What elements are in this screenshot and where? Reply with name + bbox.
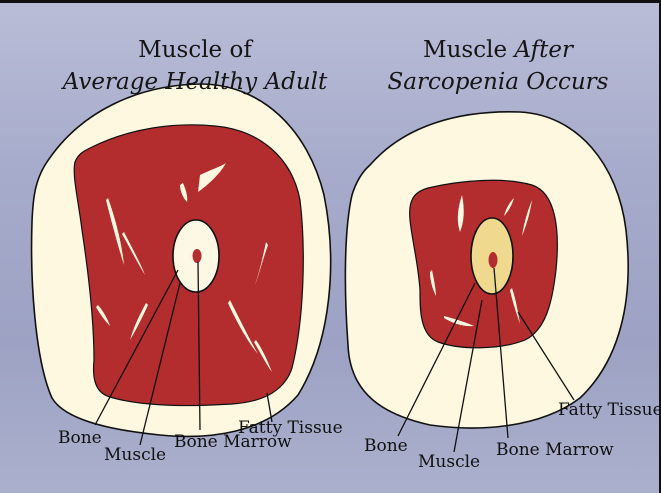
sarcopenia-label-muscle: Muscle xyxy=(418,452,480,472)
sarcopenia-title-line1: Muscle After xyxy=(338,34,658,66)
healthy-label-muscle: Muscle xyxy=(104,445,166,465)
bone-marrow-sarcopenia xyxy=(489,252,498,268)
bone-marrow-healthy xyxy=(193,249,202,263)
sarcopenia-title-italic: After xyxy=(514,37,573,63)
sarcopenia-title: Muscle After Sarcopenia Occurs xyxy=(338,34,658,98)
sarcopenia-label-fatty-tissue: Fatty Tissue xyxy=(558,400,661,420)
healthy-title: Muscle of Average Healthy Adult xyxy=(20,34,370,98)
sarcopenia-title-line2: Sarcopenia Occurs xyxy=(338,66,658,98)
healthy-title-line1: Muscle of xyxy=(20,34,370,66)
sarcopenia-label-bone: Bone xyxy=(364,436,408,456)
healthy-title-line2: Average Healthy Adult xyxy=(20,66,370,98)
healthy-label-fatty-tissue: Fatty Tissue xyxy=(238,418,343,438)
healthy-cross-section xyxy=(32,84,331,445)
healthy-label-bone: Bone xyxy=(58,428,102,448)
sarcopenia-title-plain: Muscle xyxy=(423,37,507,63)
sarcopenia-label-bone-marrow: Bone Marrow xyxy=(496,440,614,460)
